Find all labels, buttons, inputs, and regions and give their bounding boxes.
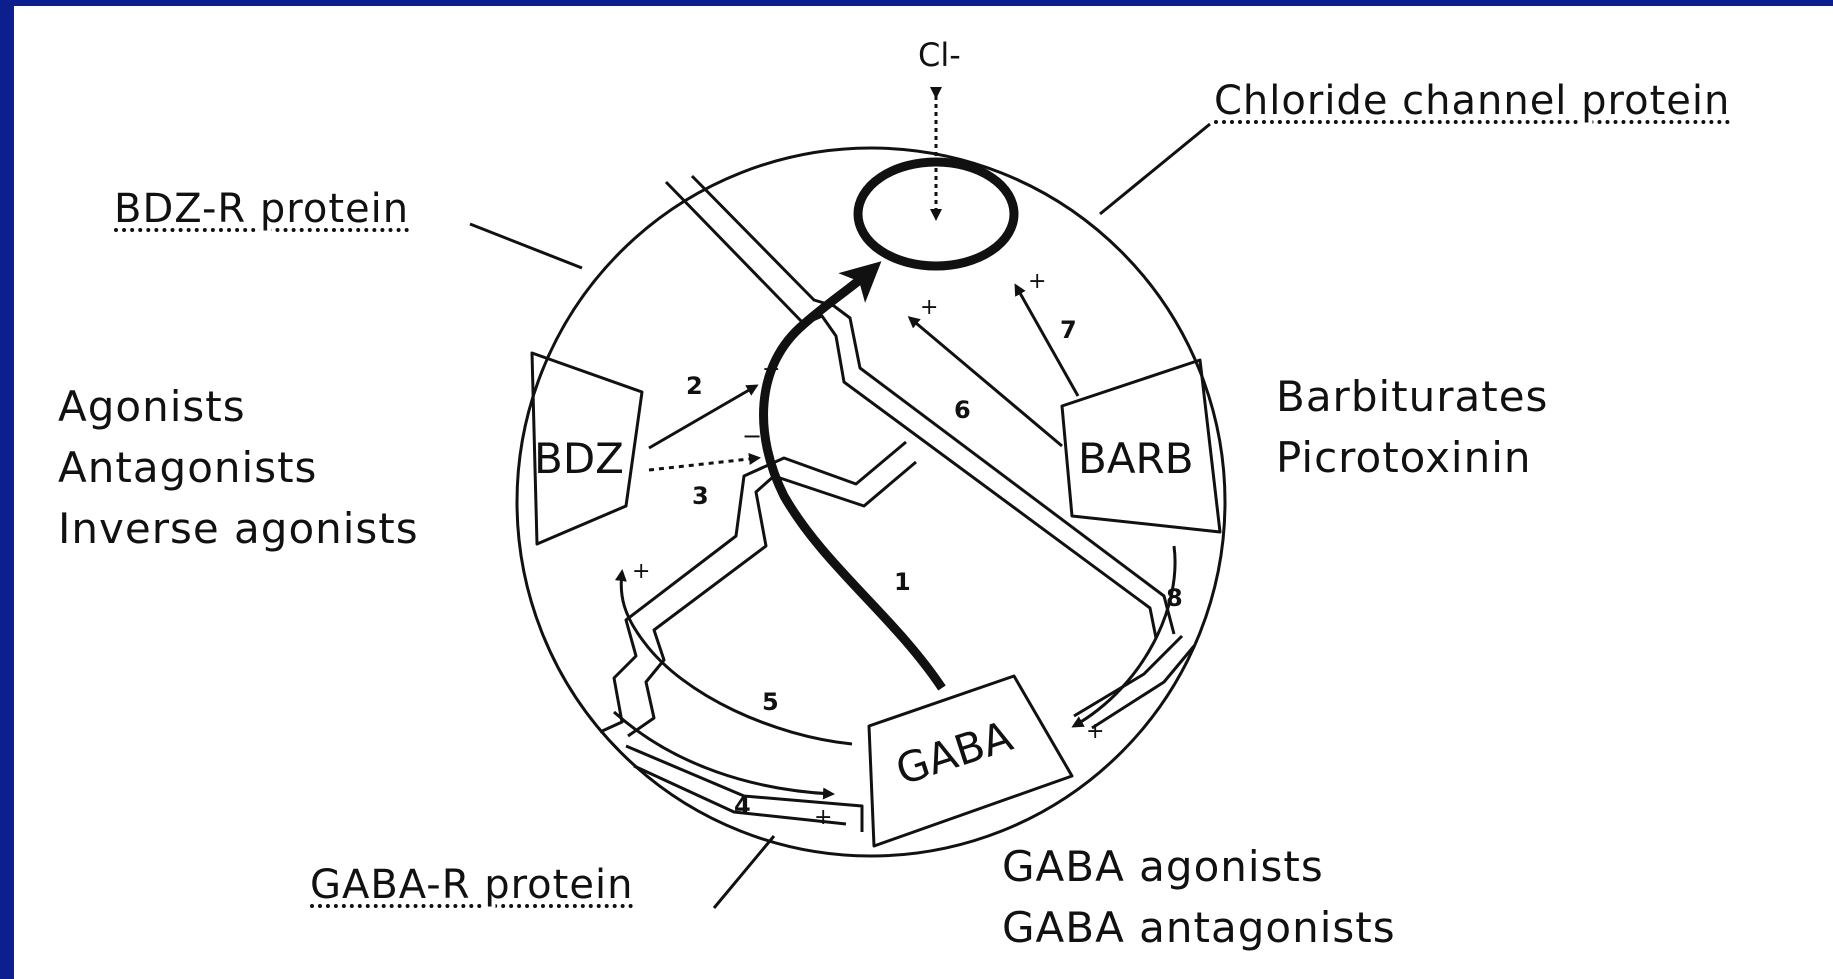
svg-text:+: + [920, 295, 938, 320]
barb-ligand-list: Barbiturates Picrotoxinin [1276, 366, 1548, 488]
diagram-panel: + − + + + + + Chloride channel protein B… [14, 6, 1833, 979]
ligand-gaba-antagonists: GABA antagonists [1002, 897, 1396, 958]
ligand-picrotoxinin: Picrotoxinin [1276, 427, 1548, 488]
gaba-r-protein-label: GABA-R protein [310, 862, 633, 908]
pathway-number-5: 5 [762, 688, 779, 716]
pathway-number-6: 6 [954, 396, 971, 424]
svg-text:+: + [1086, 719, 1104, 744]
svg-text:+: + [632, 559, 650, 584]
pathway-number-3: 3 [692, 482, 709, 510]
ligand-inverse-agonists: Inverse agonists [58, 498, 419, 559]
barb-site-label: BARB [1078, 434, 1194, 483]
bdz-ligand-list: Agonists Antagonists Inverse agonists [58, 376, 419, 559]
svg-text:+: + [814, 805, 832, 830]
barb-channel-arrow [910, 318, 1062, 446]
chloride-leader-line [1100, 124, 1210, 214]
ligand-gaba-agonists: GABA agonists [1002, 836, 1396, 897]
barb-gaba-arrow [1074, 546, 1175, 726]
ligand-antagonists: Antagonists [58, 437, 419, 498]
bdz-r-leader-line [470, 224, 582, 268]
bdz-inverse-arrow [649, 458, 758, 470]
gaba-r-leader-line [714, 836, 774, 908]
svg-text:+: + [762, 357, 780, 382]
protein-boundaries [600, 176, 1194, 832]
pathway-number-2: 2 [686, 372, 703, 400]
chloride-channel-label: Chloride channel protein [1214, 78, 1730, 124]
bdz-site-label: BDZ [534, 434, 624, 483]
pathway-number-7: 7 [1060, 316, 1077, 344]
bdz-r-protein-label: BDZ-R protein [114, 186, 409, 232]
gaba-ligand-list: GABA agonists GABA antagonists [1002, 836, 1396, 958]
pathway-number-1: 1 [894, 568, 911, 596]
pathway-number-8: 8 [1166, 584, 1183, 612]
svg-text:+: + [1028, 269, 1046, 294]
ligand-barbiturates: Barbiturates [1276, 366, 1548, 427]
chloride-ion-label: Cl- [918, 36, 961, 74]
ligand-agonists: Agonists [58, 376, 419, 437]
pathway-number-4: 4 [734, 792, 751, 820]
svg-text:−: − [742, 422, 762, 450]
